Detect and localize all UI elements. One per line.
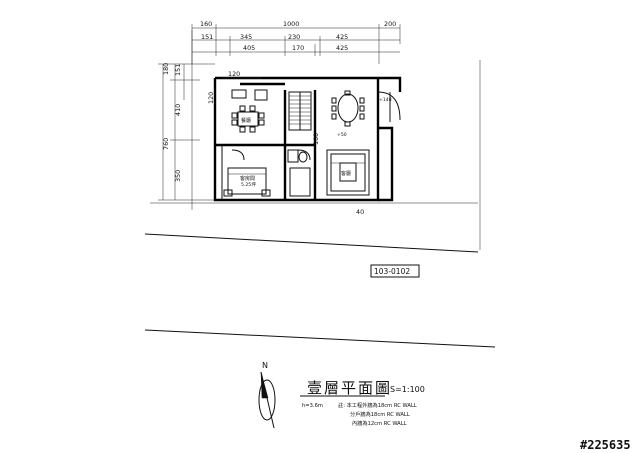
living-sofa-set [327,150,369,195]
dim-top-1000: 1000 [283,20,299,28]
note-line-3: 內牆為12cm RC WALL [352,419,407,427]
dim-left-350: 350 [174,170,182,182]
dim-left-410: 410 [174,104,182,116]
dim-top-405: 405 [243,44,255,52]
dim-top-151: 151 [201,33,213,41]
drawing-code: 103-0102 [374,267,410,276]
staircase [289,92,311,130]
top-dimension-lines [192,24,480,250]
note-line-1: 註: 本工程外牆為18cm RC WALL [338,401,417,409]
dim-int-120a: 120 [228,70,240,78]
dim-int-148: +148 [379,97,392,103]
dim-left-180: 180 [162,63,170,75]
dim-top-425b: 425 [336,44,348,52]
room-label-guest: 客房間 [240,175,255,182]
dim-int-100: 100 [312,133,320,145]
floor-height: h=3.6m [302,403,323,409]
left-dimension-lines [150,64,478,203]
room-label-living: 客廳 [341,170,351,177]
left-dimension-texts: 760 180 410 350 151 [162,63,182,182]
room-label-dining: 餐廳 [241,117,251,124]
dim-top-230: 230 [288,33,300,41]
dim-top-345: 345 [240,33,252,41]
dim-top-200: 200 [384,20,396,28]
drawing-scale: S=1:100 [390,385,425,394]
exterior-walls [215,78,400,200]
dim-int-40: 40 [356,208,364,216]
dining-table-set [232,90,267,132]
site-boundary-lines [145,234,495,347]
drawing-title: 壹層平面圖 [307,379,392,397]
top-dimension-texts: 160 1000 200 151 345 230 425 405 170 425 [200,20,396,52]
room-area-guest: 5.25坪 [241,181,256,188]
dim-left-151: 151 [174,64,182,76]
drawing-code-box [371,265,419,277]
interior-walls [215,84,315,200]
dim-int-120b: 120 [207,92,215,104]
interior-dimension-tags: 120 120 100 40 +148 +50 [207,70,392,216]
dim-int-50: +50 [337,132,347,138]
dim-top-160: 160 [200,20,212,28]
dim-top-170: 170 [292,44,304,52]
north-arrow-icon [259,372,275,428]
right-dining-table [332,91,364,126]
north-label: N [262,361,268,370]
bathroom-fixtures [288,150,310,196]
guest-room-furniture [224,150,270,196]
dim-left-760: 760 [162,138,170,150]
dim-top-425a: 425 [336,33,348,41]
watermark-id: #225635 [580,438,631,452]
note-line-2: 分戶牆為18cm RC WALL [350,410,410,418]
